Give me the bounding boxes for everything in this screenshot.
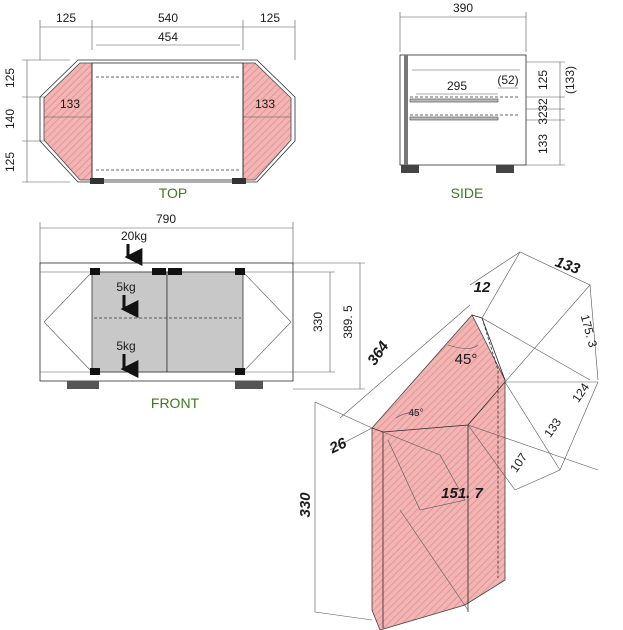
corner-dim-364: 364 [364, 338, 393, 369]
side-shelf-depth: 295 [447, 79, 467, 93]
corner-dim-133-top: 133 [553, 254, 583, 279]
side-height-top: (133) [563, 66, 577, 94]
side-height-bottom: 133 [536, 134, 550, 154]
side-view: 390 295 (52) 125 (133) 32 32 133 SIDE [399, 1, 577, 201]
side-gap-b: 32 [536, 111, 550, 125]
corner-angle-large: 45° [455, 351, 478, 368]
front-caption: FRONT [151, 395, 200, 411]
front-load-top: 20kg [121, 229, 147, 243]
top-height-bottom: 125 [3, 152, 17, 172]
top-caption: TOP [159, 185, 188, 201]
top-height-top: 125 [3, 68, 17, 88]
top-width-center: 540 [158, 11, 178, 25]
corner-dim-133-side: 133 [541, 415, 564, 440]
top-caster-right [232, 178, 246, 184]
side-depth: 390 [453, 1, 473, 15]
corner-prism [371, 314, 506, 630]
top-view: 125 540 125 454 125 140 125 133 133 TOP [3, 11, 296, 201]
side-caption: SIDE [451, 185, 484, 201]
top-corner-right-label: 133 [255, 97, 275, 111]
top-height-middle: 140 [3, 109, 17, 129]
corner-dim-107: 107 [507, 450, 530, 475]
corner-dim-26: 26 [326, 434, 350, 457]
front-outer-height: 389. 5 [341, 305, 355, 339]
top-width-right: 125 [260, 11, 280, 25]
side-caster-right [496, 165, 514, 173]
top-inner-width: 454 [158, 30, 178, 44]
front-door-right [166, 271, 244, 373]
front-caster-left [67, 381, 99, 389]
front-door-left [91, 271, 168, 373]
side-caster-left [401, 165, 419, 173]
top-caster-left [90, 178, 104, 184]
top-corner-left-label: 133 [60, 97, 80, 111]
corner-dim-124: 124 [569, 380, 592, 405]
side-height-offset-label: 125 [536, 70, 550, 90]
corner-dim-175: 175. 3 [578, 313, 600, 349]
corner-dim-330: 330 [297, 492, 314, 518]
top-right-corner-wedge [242, 62, 292, 181]
front-inner-height: 330 [311, 312, 325, 332]
top-left-corner-wedge [43, 62, 93, 181]
corner-detail: 12 133 175. 3 124 133 107 364 26 330 151… [297, 251, 600, 630]
side-gap-a: 32 [536, 98, 550, 112]
corner-dim-151: 151. 7 [441, 485, 483, 502]
front-caster-right [235, 381, 263, 389]
front-view: 790 20kg 5kg 5kg 330 [39, 212, 365, 411]
front-load-shelf-upper: 5kg [116, 280, 135, 294]
front-load-shelf-lower: 5kg [116, 339, 135, 353]
side-shelf-offset: (52) [497, 73, 518, 87]
corner-dim-12: 12 [474, 279, 491, 296]
top-width-left: 125 [56, 11, 76, 25]
front-total-width: 790 [156, 212, 176, 226]
corner-angle-small: 45° [408, 408, 423, 419]
